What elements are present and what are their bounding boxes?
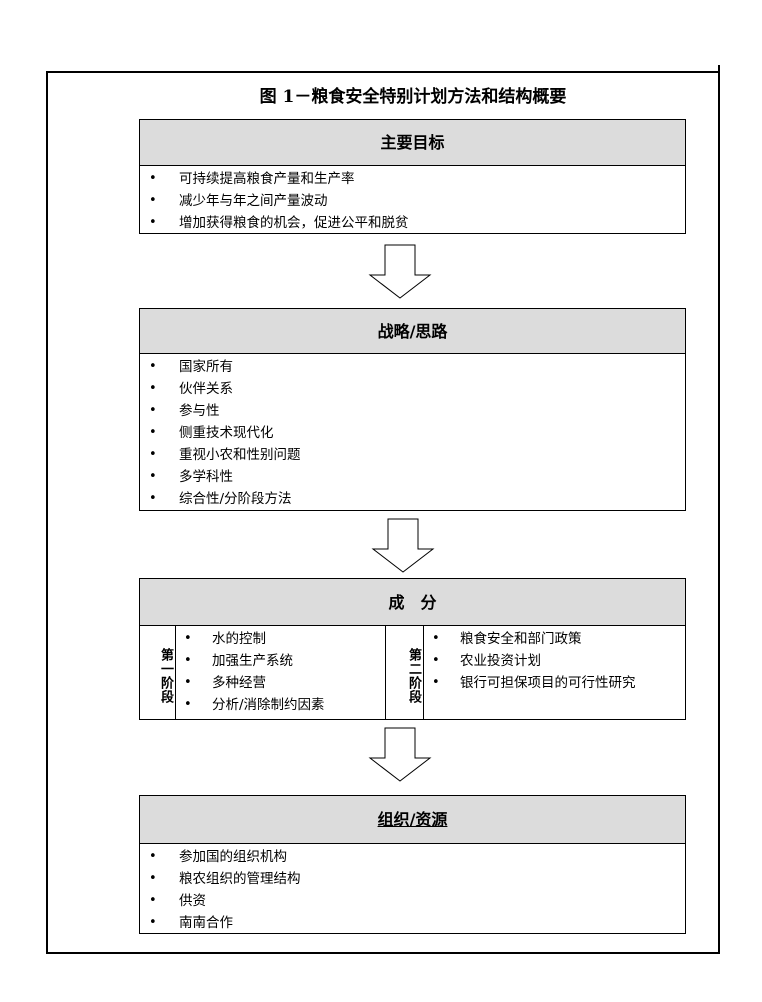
list-item: •国家所有 — [140, 356, 685, 378]
bullet: • — [184, 675, 192, 690]
bullet: • — [149, 447, 157, 462]
list-item: •重视小农和性别问题 — [140, 444, 685, 466]
list-item: •参加国的组织机构 — [140, 846, 685, 868]
frame-tick — [718, 65, 720, 75]
list-item: •参与性 — [140, 400, 685, 422]
list-item: •侧重技术现代化 — [140, 422, 685, 444]
bullet: • — [149, 403, 157, 418]
phase2-list: •粮食安全和部门政策 •农业投资计划 •银行可担保项目的可行性研究 — [424, 626, 685, 719]
list-item: •银行可担保项目的可行性研究 — [424, 672, 685, 694]
strategy-box: 战略/思路 •国家所有 •伙伴关系 •参与性 •侧重技术现代化 •重视小农和性别… — [139, 308, 686, 511]
components-box: 成 分 第一阶段 •水的控制 •加强生产系统 •多种经营 •分析/消除制约因素 … — [139, 578, 686, 720]
bullet: • — [149, 491, 157, 506]
figure-title: 图 1－粮食安全特别计划方法和结构概要 — [259, 87, 567, 107]
list-item: •分析/消除制约因素 — [176, 694, 385, 716]
outer-frame — [46, 71, 720, 954]
bullet: • — [149, 171, 157, 186]
list-item: •减少年与年之间产量波动 — [140, 190, 685, 212]
components-heading: 成 分 — [140, 579, 685, 626]
organization-list: •参加国的组织机构 •粮农组织的管理结构 •供资 •南南合作 — [140, 844, 685, 934]
down-arrow-icon — [368, 244, 432, 299]
list-item: •粮食安全和部门政策 — [424, 628, 685, 650]
list-item: •加强生产系统 — [176, 650, 385, 672]
bullet: • — [432, 631, 440, 646]
strategy-list: •国家所有 •伙伴关系 •参与性 •侧重技术现代化 •重视小农和性别问题 •多学… — [140, 354, 685, 510]
list-item: •农业投资计划 — [424, 650, 685, 672]
bullet: • — [149, 915, 157, 930]
bullet: • — [149, 193, 157, 208]
list-item: •增加获得粮食的机会，促进公平和脱贫 — [140, 212, 685, 234]
bullet: • — [184, 653, 192, 668]
bullet: • — [149, 849, 157, 864]
list-item: •多学科性 — [140, 466, 685, 488]
bullet: • — [149, 893, 157, 908]
bullet: • — [149, 871, 157, 886]
components-body: 第一阶段 •水的控制 •加强生产系统 •多种经营 •分析/消除制约因素 第二阶段… — [140, 626, 685, 719]
list-item: •粮农组织的管理结构 — [140, 868, 685, 890]
phase1-label: 第一阶段 — [140, 626, 176, 719]
strategy-heading: 战略/思路 — [140, 309, 685, 354]
list-item: •综合性/分阶段方法 — [140, 488, 685, 510]
phase1-list: •水的控制 •加强生产系统 •多种经营 •分析/消除制约因素 — [176, 626, 386, 719]
bullet: • — [149, 359, 157, 374]
bullet: • — [149, 425, 157, 440]
list-item: •供资 — [140, 890, 685, 912]
goals-box: 主要目标 •可持续提高粮食产量和生产率 •减少年与年之间产量波动 •增加获得粮食… — [139, 119, 686, 234]
bullet: • — [184, 697, 192, 712]
organization-heading: 组织/资源 — [140, 796, 685, 844]
goals-heading: 主要目标 — [140, 120, 685, 166]
list-item: •多种经营 — [176, 672, 385, 694]
list-item: •可持续提高粮食产量和生产率 — [140, 168, 685, 190]
bullet: • — [432, 653, 440, 668]
phase2-label: 第二阶段 — [386, 626, 424, 719]
bullet: • — [184, 631, 192, 646]
down-arrow-icon — [368, 727, 432, 782]
goals-list: •可持续提高粮食产量和生产率 •减少年与年之间产量波动 •增加获得粮食的机会，促… — [140, 166, 685, 234]
bullet: • — [149, 469, 157, 484]
list-item: •南南合作 — [140, 912, 685, 934]
bullet: • — [149, 215, 157, 230]
list-item: •伙伴关系 — [140, 378, 685, 400]
bullet: • — [149, 381, 157, 396]
bullet: • — [432, 675, 440, 690]
list-item: •水的控制 — [176, 628, 385, 650]
organization-box: 组织/资源 •参加国的组织机构 •粮农组织的管理结构 •供资 •南南合作 — [139, 795, 686, 934]
down-arrow-icon — [371, 518, 435, 573]
